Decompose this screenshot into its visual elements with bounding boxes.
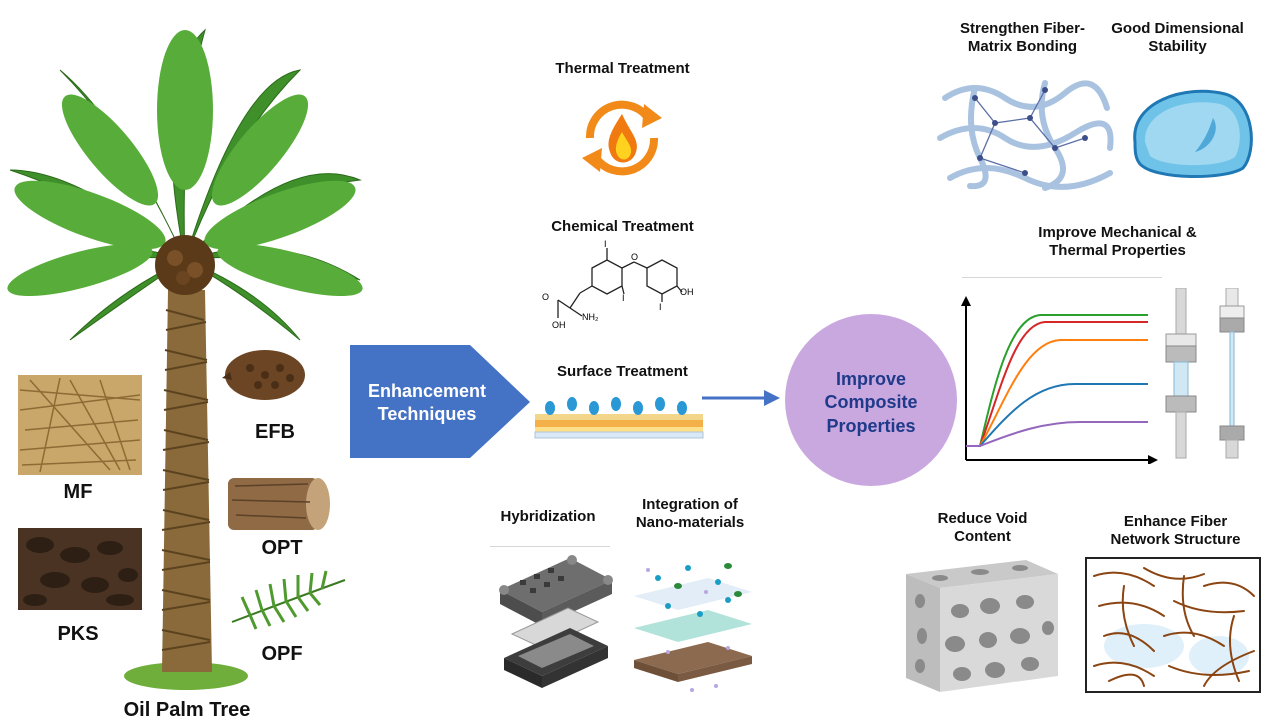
mf-label: MF	[63, 481, 93, 503]
result-line3: Properties	[826, 415, 916, 436]
network-line1: Enhance Fiber	[1123, 513, 1228, 530]
thermal-treatment-label: Thermal Treatment	[555, 60, 690, 77]
mechanical-curves-chart	[961, 296, 1158, 464]
opf-image	[231, 570, 346, 630]
svg-text:I: I	[604, 239, 607, 249]
fiber-network-label: Enhance Fiber Network Structure	[1088, 513, 1263, 549]
efb-label: EFB	[255, 421, 295, 443]
enhancement-line2: Techniques	[377, 403, 477, 424]
fiber-matrix-network-icon	[937, 80, 1114, 191]
void-line1: Reduce Void	[937, 510, 1028, 527]
nano-line1: Integration of	[642, 496, 738, 513]
grass-base	[124, 662, 248, 690]
stability-line1: Good Dimensional	[1111, 20, 1244, 37]
surface-treatment-label: Surface Treatment	[557, 363, 688, 380]
chemical-structure-diagram: I O I I OH NH₂ O OH	[542, 239, 694, 330]
dimensional-stability-icon	[1133, 89, 1253, 179]
nano-materials-layers	[634, 563, 752, 692]
pks-image	[18, 528, 142, 610]
svg-text:O: O	[542, 292, 549, 302]
palm-trunk	[162, 290, 212, 672]
mechanical-divider	[962, 277, 1162, 278]
opt-label: OPT	[261, 537, 303, 559]
network-line2: Network Structure	[1110, 531, 1241, 548]
stability-line2: Stability	[1148, 38, 1207, 55]
tensile-specimen-icons	[1165, 288, 1245, 459]
hybridization-label: Hybridization	[500, 508, 596, 525]
mech-line2: Thermal Properties	[1049, 242, 1186, 259]
trunk-texture	[161, 309, 211, 651]
svg-text:OH: OH	[680, 287, 694, 297]
thermal-fire-icon	[582, 100, 662, 176]
reduce-void-label: Reduce Void Content	[920, 510, 1045, 546]
palm-frond-leaves	[7, 30, 363, 297]
svg-text:I: I	[622, 293, 625, 303]
svg-text:NH₂: NH₂	[582, 312, 599, 322]
dimensional-stability-label: Good Dimensional Stability	[1105, 20, 1250, 56]
mechanical-thermal-label: Improve Mechanical & Thermal Properties	[1020, 224, 1215, 260]
mf-image	[18, 375, 142, 475]
mech-line1: Improve Mechanical &	[1038, 224, 1197, 241]
surface-treatment-layers	[534, 397, 704, 439]
result-line1: Improve	[835, 369, 907, 389]
svg-text:OH: OH	[552, 320, 566, 330]
opf-label: OPF	[261, 643, 303, 665]
enhancement-line1: Enhancement	[367, 381, 487, 401]
hybridization-mold-icon	[499, 555, 613, 688]
improve-composite-properties-label: Improve Composite Properties	[790, 368, 952, 438]
pks-label: PKS	[57, 623, 99, 645]
nano-line2: Nano-materials	[635, 514, 745, 531]
enhancement-techniques-label: Enhancement Techniques	[352, 380, 502, 425]
bonding-line1: Strengthen Fiber-	[959, 20, 1085, 37]
fiber-network-structure-icon	[1085, 557, 1261, 693]
porous-foam-cube-icon	[906, 560, 1058, 692]
void-line2: Content	[954, 528, 1011, 545]
svg-text:O: O	[631, 252, 638, 262]
chemical-treatment-label: Chemical Treatment	[551, 218, 694, 235]
opt-image	[228, 478, 330, 530]
svg-text:I: I	[659, 302, 662, 312]
efb-image	[222, 350, 305, 400]
bonding-line2: Matrix Bonding	[967, 38, 1078, 55]
strengthen-bonding-label: Strengthen Fiber- Matrix Bonding	[945, 20, 1100, 56]
result-line2: Composite	[824, 392, 918, 413]
fruit-bunch	[155, 235, 215, 295]
nano-materials-label: Integration of Nano-materials	[620, 496, 760, 532]
oil-palm-tree-label: Oil Palm Tree	[123, 699, 251, 721]
hybridization-divider	[490, 546, 610, 547]
